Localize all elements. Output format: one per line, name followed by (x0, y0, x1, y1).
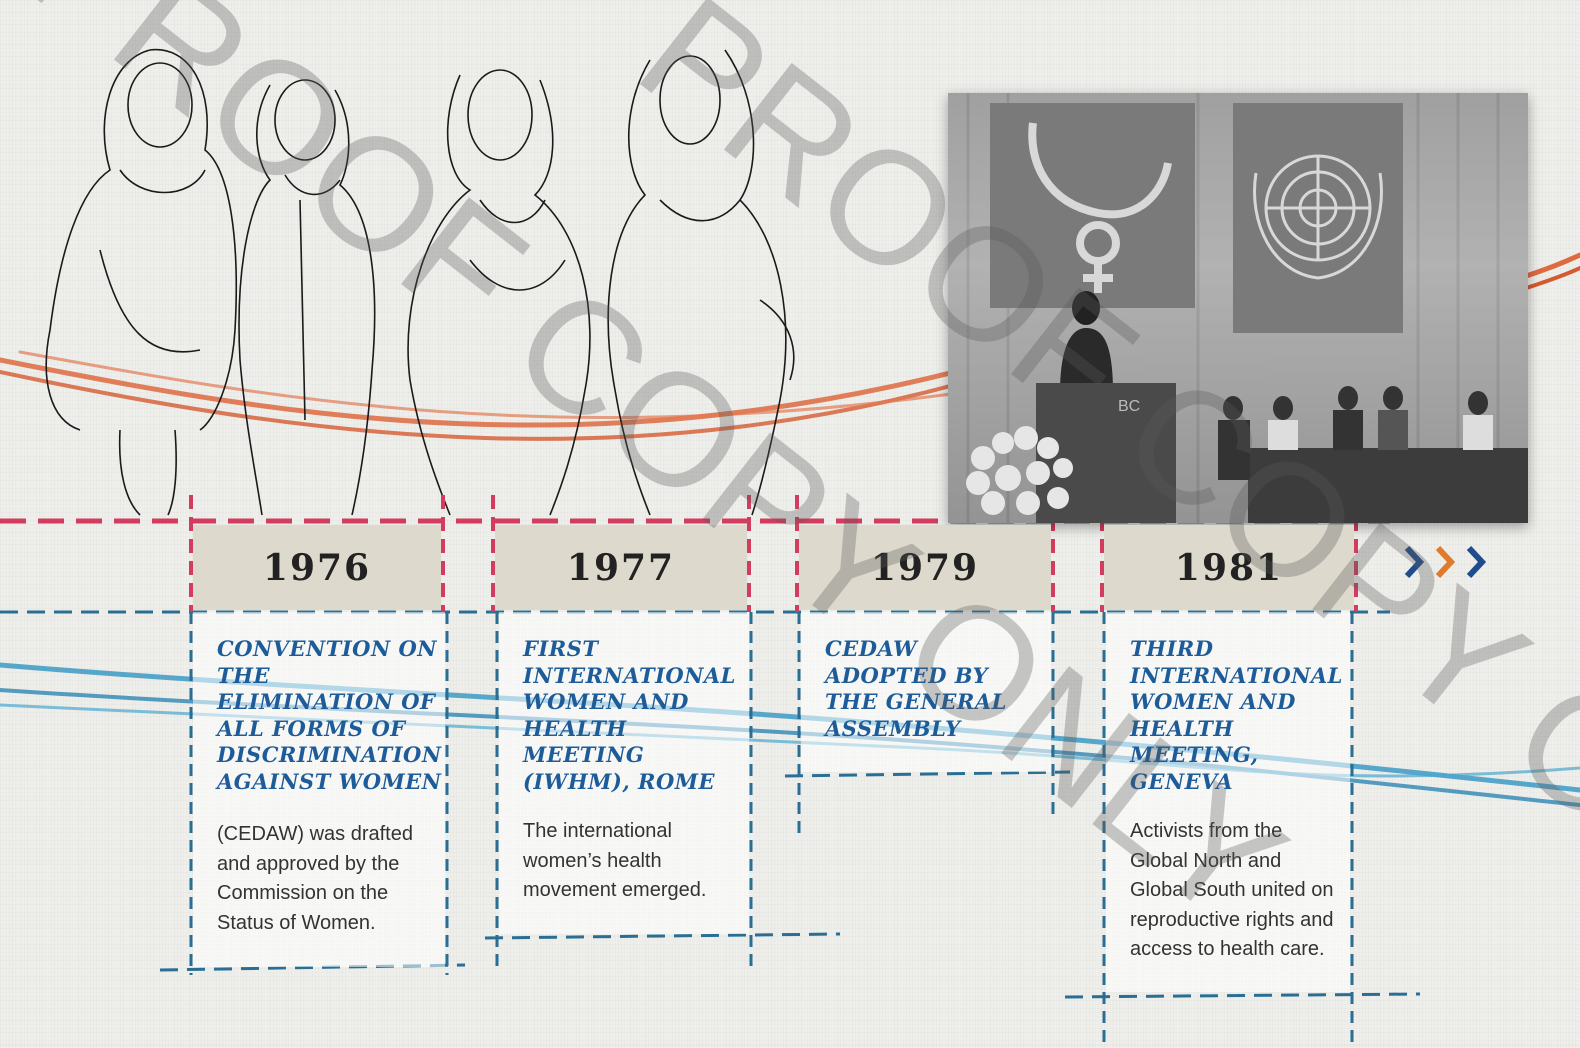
year-box-1981: 1981 (1104, 525, 1354, 610)
year-label: 1977 (566, 546, 676, 589)
line-art-figures (45, 48, 795, 516)
orange-thread (0, 357, 1003, 428)
banner-left (990, 103, 1195, 308)
dove-emblem-icon (1028, 122, 1172, 293)
next-arrows-icon (1404, 545, 1487, 579)
conference-photo: BC (948, 93, 1528, 523)
event-description: (CEDAW) was drafted and approved by the … (217, 823, 413, 934)
year-label: 1979 (870, 546, 980, 589)
un-emblem-icon (1253, 154, 1383, 280)
podium-logo: BC (1118, 398, 1140, 415)
year-box-1977: 1977 (495, 525, 747, 610)
event-description: Activists from the Global North and Glob… (1130, 820, 1334, 960)
photo-scene: BC (948, 93, 1528, 523)
event-card-1977: First International Women and Health Mee… (499, 612, 749, 934)
red-stitch-verticals (189, 495, 1358, 612)
blue-stitch-verticals (189, 612, 1354, 1045)
orange-thread (0, 370, 1002, 441)
event-title: Convention on the Elimination of All For… (217, 636, 442, 794)
head-table (1248, 448, 1528, 523)
orange-thread (1517, 252, 1580, 281)
year-label: 1981 (1174, 546, 1284, 589)
flower-bouquet (966, 426, 1073, 515)
event-title: CEDAW adopted by the General Assembly (825, 636, 1007, 741)
event-card-1981: Third International Women and Health Mee… (1106, 612, 1350, 992)
orange-thread (18, 350, 982, 419)
event-title: Third International Women and Health Mee… (1130, 636, 1343, 794)
event-card-1976: Convention on the Elimination of All For… (193, 612, 445, 967)
year-box-1976: 1976 (193, 525, 441, 610)
orange-thread (1518, 266, 1580, 292)
event-description: The international women’s health movemen… (523, 820, 707, 901)
event-title: First International Women and Health Mee… (523, 636, 736, 794)
year-box-1979: 1979 (799, 525, 1051, 610)
year-label: 1976 (262, 546, 372, 589)
event-card-1979: CEDAW adopted by the General Assembly (801, 612, 1051, 772)
